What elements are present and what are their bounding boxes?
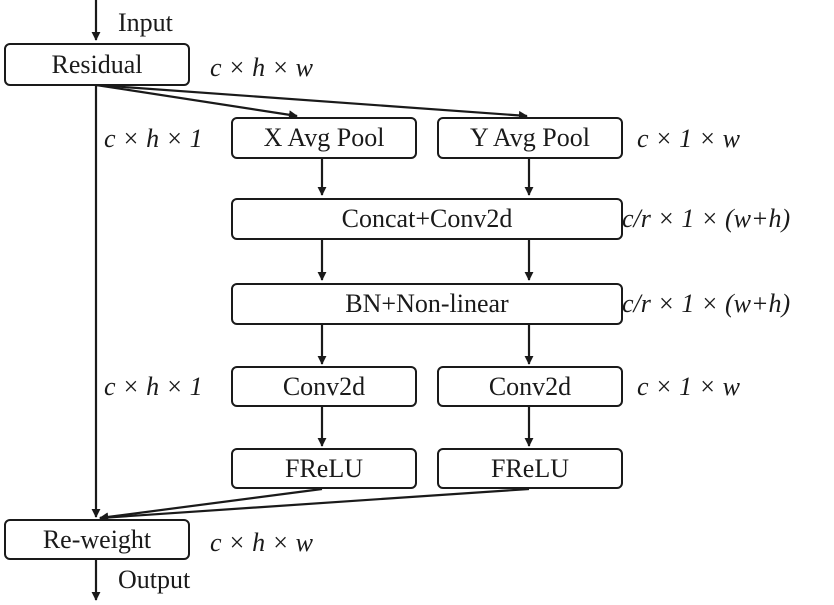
reweight-block: Re-weight: [4, 519, 190, 560]
frelu-y-to-reweight-arrow: [99, 487, 530, 522]
conv2d-y-block: Conv2d: [437, 366, 623, 407]
bn-out-dim: c/r × 1 × (w+h): [622, 289, 791, 318]
frelu-y-block: FReLU: [437, 448, 623, 489]
conv-y-out-dim: c × 1 × w: [637, 372, 740, 401]
frelu-x-block: FReLU: [231, 448, 417, 489]
input-label: Input: [118, 8, 173, 37]
concat-out-dim: c/r × 1 × (w+h): [622, 204, 791, 233]
bn-nonlinear-block: BN+Non-linear: [231, 283, 623, 325]
reweight-out-dim: c × h × w: [210, 528, 313, 557]
frelux-to-reweight-arrow: [99, 487, 323, 522]
residual-to-ypool-arrow: [95, 83, 528, 120]
residual-to-xpool-arrow: [95, 83, 298, 120]
output-label: Output: [118, 565, 191, 594]
identity-top-dim: c × h × 1: [104, 124, 203, 153]
y-avg-pool-block: Y Avg Pool: [437, 117, 623, 159]
identity-bottom-dim: c × h × 1: [104, 372, 203, 401]
residual-block: Residual: [4, 43, 190, 86]
conv2d-x-block: Conv2d: [231, 366, 417, 407]
y-pool-out-dim: c × 1 × w: [637, 124, 740, 153]
x-avg-pool-block: X Avg Pool: [231, 117, 417, 159]
concat-conv2d-block: Concat+Conv2d: [231, 198, 623, 240]
residual-out-dim: c × h × w: [210, 53, 313, 82]
